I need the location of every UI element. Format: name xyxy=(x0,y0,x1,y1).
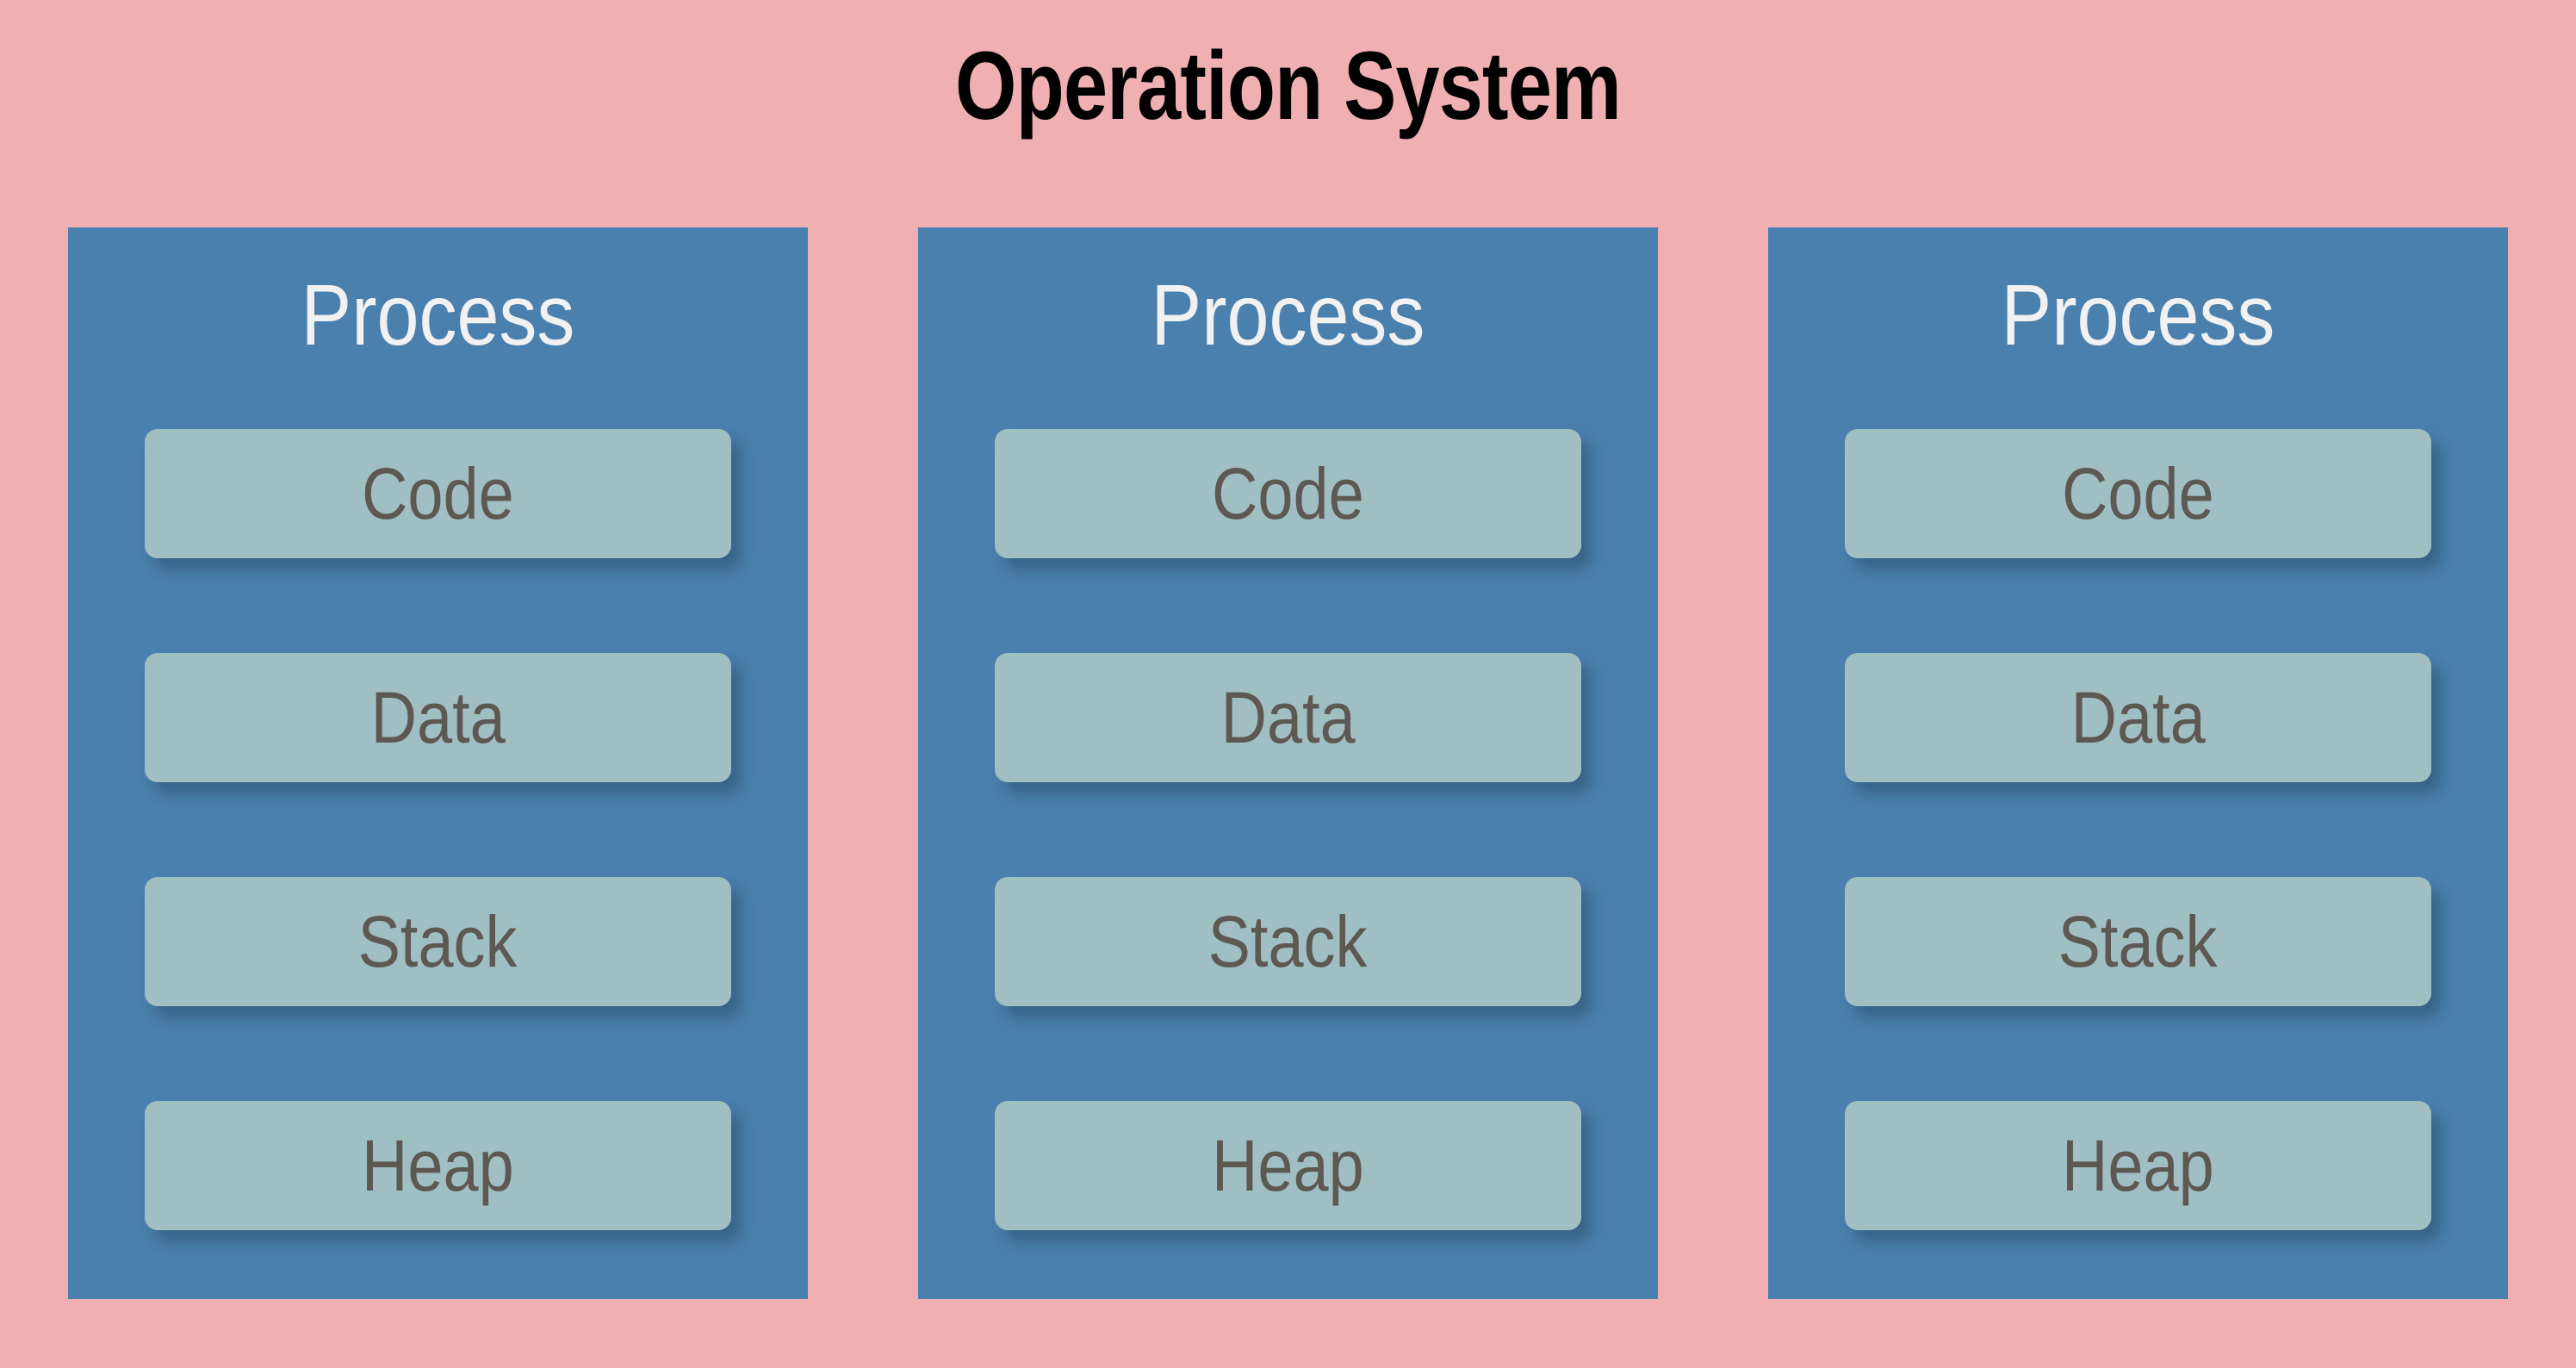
segment-code-2: Code xyxy=(995,429,1581,558)
segment-label-code-2: Code xyxy=(1212,453,1364,534)
segment-label-heap-2: Heap xyxy=(1212,1125,1364,1206)
segment-heap-3: Heap xyxy=(1845,1101,2431,1230)
page-title: Operation System xyxy=(955,32,1622,140)
segment-label-heap-1: Heap xyxy=(362,1125,514,1206)
process-segments-3: Code Data Stack Heap xyxy=(1845,429,2431,1230)
segment-data-1: Data xyxy=(145,653,731,782)
process-list: Process Code Data Stack Heap Process xyxy=(68,227,2508,1299)
segment-heap-1: Heap xyxy=(145,1101,731,1230)
segment-label-code-1: Code xyxy=(362,453,514,534)
process-card-3: Process Code Data Stack Heap xyxy=(1768,227,2508,1299)
segment-label-data-1: Data xyxy=(370,677,506,758)
segment-code-3: Code xyxy=(1845,429,2431,558)
process-segments-1: Code Data Stack Heap xyxy=(145,429,731,1230)
process-card-2: Process Code Data Stack Heap xyxy=(918,227,1658,1299)
segment-stack-2: Stack xyxy=(995,877,1581,1006)
process-segments-2: Code Data Stack Heap xyxy=(995,429,1581,1230)
segment-label-code-3: Code xyxy=(2062,453,2214,534)
segment-label-data-3: Data xyxy=(2070,677,2206,758)
segment-label-stack-2: Stack xyxy=(1208,901,1368,982)
segment-label-heap-3: Heap xyxy=(2062,1125,2214,1206)
segment-data-2: Data xyxy=(995,653,1581,782)
process-card-1: Process Code Data Stack Heap xyxy=(68,227,808,1299)
segment-stack-1: Stack xyxy=(145,877,731,1006)
segment-label-stack-1: Stack xyxy=(358,901,518,982)
process-title-1: Process xyxy=(301,267,575,364)
segment-code-1: Code xyxy=(145,429,731,558)
segment-stack-3: Stack xyxy=(1845,877,2431,1006)
segment-label-stack-3: Stack xyxy=(2058,901,2218,982)
segment-label-data-2: Data xyxy=(1220,677,1356,758)
process-title-3: Process xyxy=(2001,267,2275,364)
segment-heap-2: Heap xyxy=(995,1101,1581,1230)
segment-data-3: Data xyxy=(1845,653,2431,782)
process-title-2: Process xyxy=(1151,267,1425,364)
